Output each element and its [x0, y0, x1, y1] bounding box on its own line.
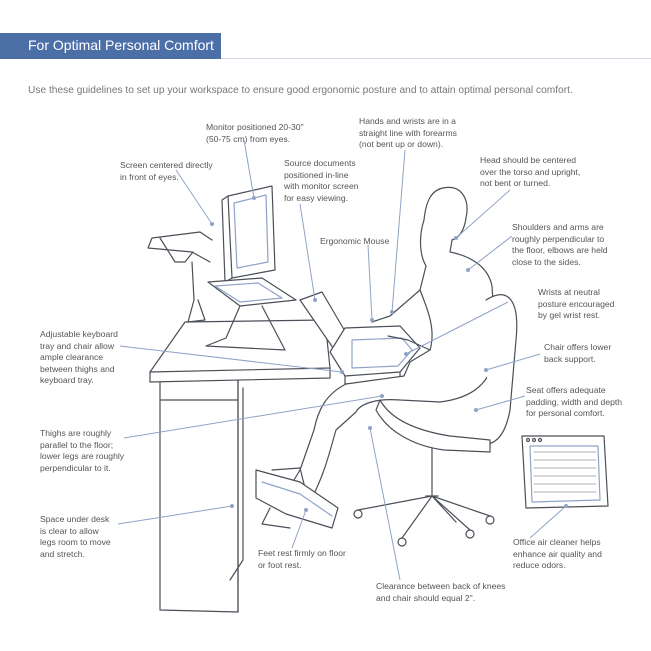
label-knee-clearance: Clearance between back of knees and chai… [376, 581, 506, 603]
leader-source [299, 203, 316, 301]
desk [149, 319, 331, 613]
label-shoulders-arms: Shoulders and arms are roughly perpendic… [512, 222, 608, 267]
section-banner: For Optimal Personal Comfort [0, 33, 221, 59]
label-ergonomic-mouse: Ergonomic Mouse [320, 236, 390, 246]
leader-monitor [243, 139, 255, 199]
label-chair-support: Chair offers lower back support. [544, 342, 612, 364]
leader-clearance [369, 427, 401, 581]
person [271, 186, 497, 511]
air-cleaner [521, 435, 609, 509]
label-wrists-neutral: Wrists at neutral posture encouraged by … [538, 287, 615, 320]
leader-air [529, 505, 567, 539]
label-monitor-distance: Monitor positioned 20-30" (50-75 cm) fro… [206, 122, 304, 144]
label-head-centered: Head should be centered over the torso a… [480, 155, 581, 188]
leader-mouse [367, 244, 373, 321]
leader-shoulders [467, 235, 513, 271]
document-stand [205, 277, 297, 351]
label-air-cleaner: Office air cleaner helps enhance air qua… [513, 537, 602, 570]
leader-hands [391, 149, 406, 313]
header-rule [221, 58, 651, 59]
label-space-under-desk: Space under desk is clear to allow legs … [40, 514, 111, 559]
label-keyboard-tray: Adjustable keyboard tray and chair allow… [40, 329, 118, 385]
leader-feet [291, 509, 307, 549]
section-title: For Optimal Personal Comfort [28, 37, 214, 53]
label-feet-rest: Feet rest firmly on floor or foot rest. [258, 548, 346, 570]
leader-thighs [123, 395, 383, 439]
label-hands-wrists: Hands and wrists are in a straight line … [359, 116, 457, 149]
label-source-documents: Source documents positioned in-line with… [284, 158, 359, 203]
leader-keyboard [119, 345, 343, 373]
foot-rest [255, 469, 339, 529]
label-seat-padding: Seat offers adequate padding, width and … [526, 385, 623, 418]
leader-head [455, 189, 511, 239]
label-screen-centered: Screen centered directly in front of eye… [120, 160, 213, 182]
label-thighs-parallel: Thighs are roughly parallel to the floor… [40, 428, 125, 473]
leader-space [117, 505, 233, 525]
intro-text: Use these guidelines to set up your work… [28, 85, 573, 96]
leader-seat [475, 395, 526, 411]
leader-wrists [405, 301, 509, 355]
office-chair [353, 294, 518, 547]
leader-chair [485, 353, 541, 371]
leader-screen [175, 169, 213, 225]
